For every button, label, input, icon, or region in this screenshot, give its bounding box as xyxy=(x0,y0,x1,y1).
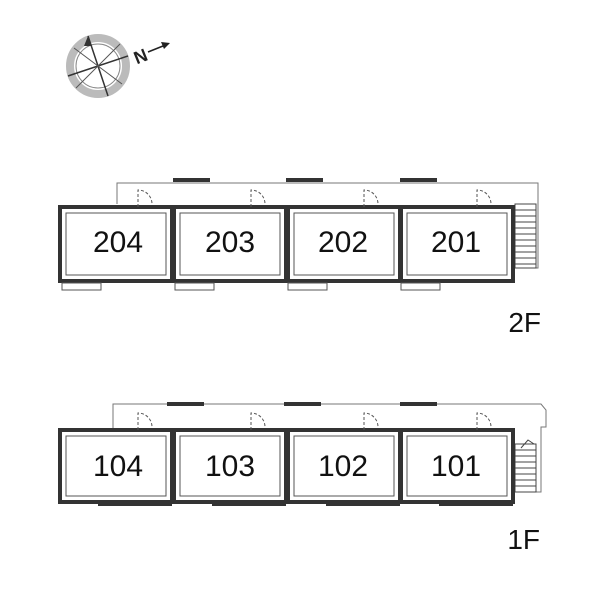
entry-door xyxy=(476,412,492,430)
balcony xyxy=(61,282,102,291)
window xyxy=(400,402,437,406)
unit-204: 204 xyxy=(58,189,174,291)
room-number: 104 xyxy=(93,450,143,483)
room-number: 103 xyxy=(205,450,255,483)
unit-101: 101 xyxy=(399,412,515,506)
balcony xyxy=(174,282,215,291)
entry-door xyxy=(250,412,266,430)
room-number: 202 xyxy=(318,226,368,259)
room-number: 204 xyxy=(93,226,143,259)
compass-north-label: N xyxy=(131,45,151,68)
window xyxy=(173,178,210,182)
compass: N xyxy=(66,34,170,98)
room-number: 101 xyxy=(431,450,481,483)
entry-door xyxy=(363,189,379,207)
entry-door xyxy=(250,189,266,207)
unit-203: 203 xyxy=(172,189,288,291)
entry-door xyxy=(363,412,379,430)
floor-label: 1F xyxy=(507,524,540,555)
unit-202: 202 xyxy=(286,189,402,291)
window xyxy=(284,402,321,406)
unit-104: 104 xyxy=(58,412,174,506)
staircase xyxy=(514,203,537,269)
compass-rose-icon xyxy=(66,34,170,98)
entry-door xyxy=(137,412,153,430)
unit-103: 103 xyxy=(172,412,288,506)
window xyxy=(400,178,437,182)
unit-102: 102 xyxy=(286,412,402,506)
unit-201: 201 xyxy=(399,189,515,291)
balcony xyxy=(287,282,328,291)
floor-label: 2F xyxy=(508,307,541,338)
room-number: 203 xyxy=(205,226,255,259)
room-number: 201 xyxy=(431,226,481,259)
window xyxy=(167,402,204,406)
floor-1f: 104 103 102 101 1F xyxy=(58,402,547,555)
balcony xyxy=(400,282,441,291)
floor-2f: 204 203 202 201 2F xyxy=(58,178,541,338)
window xyxy=(286,178,323,182)
entry-door xyxy=(137,189,153,207)
entry-door xyxy=(476,189,492,207)
room-number: 102 xyxy=(318,450,368,483)
staircase xyxy=(514,439,537,493)
